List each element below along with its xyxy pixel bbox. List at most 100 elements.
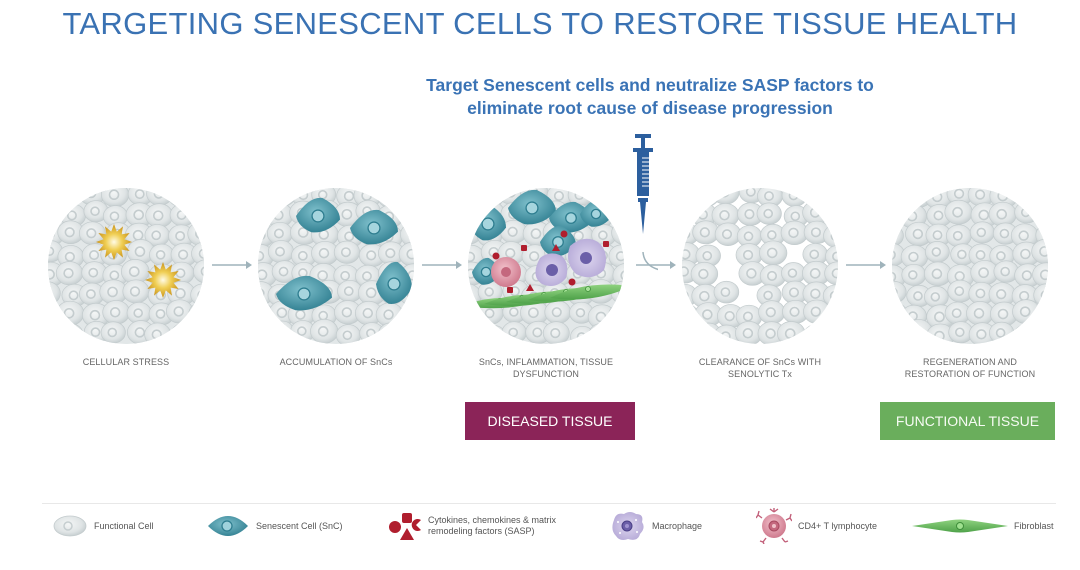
functional-cell <box>401 322 414 344</box>
caption-clearance: CLEARANCE OF SnCs WITH SENOLYTIC Tx <box>660 356 860 380</box>
functional-cell <box>777 321 806 344</box>
functional-cell <box>691 283 720 309</box>
caption-line: CELLULAR STRESS <box>82 357 170 367</box>
functional-cell <box>149 243 175 266</box>
functional-cell <box>695 244 721 268</box>
functional-cell <box>682 325 699 344</box>
functional-cell <box>468 324 482 344</box>
functional-cell <box>55 188 84 205</box>
functional-cell <box>692 188 720 207</box>
legend-item-fibroblast: Fibroblast <box>912 508 1054 544</box>
functional-cell <box>969 221 995 244</box>
functional-cell <box>267 240 295 264</box>
tissue-cells <box>682 188 838 344</box>
functional-cell <box>403 188 414 205</box>
subtitle-line-2: eliminate root cause of disease progress… <box>467 98 833 118</box>
functional-cell <box>803 299 831 324</box>
functional-cell <box>468 188 483 204</box>
legend-label: Functional Cell <box>94 520 154 531</box>
functional-cell <box>192 203 204 228</box>
sasp-factor <box>521 245 527 251</box>
tissue-circle-cellular-stress <box>48 188 204 344</box>
functional-cell <box>989 301 1019 327</box>
functional-cell <box>802 281 831 306</box>
functional-cell <box>335 324 361 344</box>
legend-label: Fibroblast <box>1014 520 1054 531</box>
caption-cellular-stress: CELLULAR STRESS <box>26 356 226 368</box>
functional-cell <box>55 261 84 286</box>
legend-item-functional-cell: Functional Cell <box>52 508 154 544</box>
functional-cell <box>170 322 199 344</box>
legend-item-senescent-cell: Senescent Cell (SnC) <box>206 508 343 544</box>
sasp-factor <box>492 252 500 260</box>
functional-cell <box>1036 303 1048 327</box>
legend-item-sasp: Cytokines, chemokines & matrix remodelin… <box>388 508 556 544</box>
stage-clearance <box>680 186 840 346</box>
stage-accumulation <box>256 186 416 346</box>
sasp-factor <box>507 287 513 293</box>
senescent-cell <box>508 189 556 225</box>
functional-cell <box>682 204 697 228</box>
functional-cell <box>993 260 1019 283</box>
subtitle: Target Senescent cells and neutralize SA… <box>380 74 920 120</box>
caption-line: REGENERATION AND <box>923 357 1017 367</box>
functional-cell <box>100 321 126 344</box>
functional-cell <box>781 262 806 284</box>
functional-cell <box>892 199 909 225</box>
functional-cell <box>48 304 62 328</box>
functional-cell <box>1033 199 1048 225</box>
arrow-icon <box>212 261 252 269</box>
functional-cell <box>736 225 763 248</box>
functional-cell <box>802 324 830 344</box>
sasp-factor <box>552 244 560 251</box>
sasp-factor <box>526 284 534 291</box>
functional-cell <box>359 322 385 344</box>
functional-cell <box>544 300 572 324</box>
functional-cell <box>613 188 624 207</box>
subtitle-line-1: Target Senescent cells and neutralize SA… <box>426 75 874 95</box>
functional-cell <box>354 300 383 326</box>
legend-item-cd4-t-lymphocyte: CD4+ T lymphocyte <box>756 508 877 544</box>
legend-label: Macrophage <box>652 520 703 531</box>
caption-accumulation: ACCUMULATION OF SnCs <box>236 356 436 368</box>
legend-divider <box>42 503 1056 504</box>
macrophage-nucleus <box>580 252 592 264</box>
functional-cell <box>122 279 150 304</box>
functional-cell <box>476 188 505 208</box>
functional-cell <box>588 322 615 344</box>
functional-cell <box>291 244 317 268</box>
tissue-circle-inflammation <box>468 188 624 344</box>
functional-cell-icon <box>53 515 87 537</box>
functional-cell <box>690 261 719 287</box>
macrophage-icon <box>612 512 644 540</box>
legend-label: Cytokines, chemokines & matrix remodelin… <box>428 515 556 537</box>
legend-item-macrophage: Macrophage <box>610 508 702 544</box>
functional-cell <box>1011 188 1038 206</box>
legend-label-line: Cytokines, chemokines & matrix <box>428 515 557 525</box>
sasp-factors-icon <box>389 513 421 540</box>
functional-cell <box>402 203 414 227</box>
functional-cell <box>501 321 527 344</box>
functional-tissue-badge: FUNCTIONAL TISSUE <box>880 402 1055 440</box>
functional-cell <box>193 259 204 284</box>
functional-cell <box>48 319 64 344</box>
arrow-icon <box>422 261 462 269</box>
functional-cell <box>759 240 788 266</box>
functional-cell <box>923 285 949 308</box>
functional-cell <box>713 280 740 304</box>
functional-cell <box>1035 323 1048 344</box>
functional-cell <box>1014 201 1040 224</box>
functional-cell <box>901 263 927 286</box>
sasp-factor <box>568 278 576 286</box>
functional-cell <box>268 320 295 344</box>
arrow-icon <box>846 261 886 269</box>
stage-regeneration <box>890 186 1050 346</box>
legend-label: Senescent Cell (SnC) <box>256 520 343 531</box>
diseased-tissue-badge: DISEASED TISSUE <box>465 402 635 440</box>
functional-cell <box>590 188 617 204</box>
functional-cell <box>376 188 406 209</box>
tissue-circle-clearance <box>682 188 838 344</box>
functional-cell <box>1012 299 1041 325</box>
cd4-t-lymphocyte-icon <box>756 508 792 544</box>
functional-cell <box>735 304 763 329</box>
